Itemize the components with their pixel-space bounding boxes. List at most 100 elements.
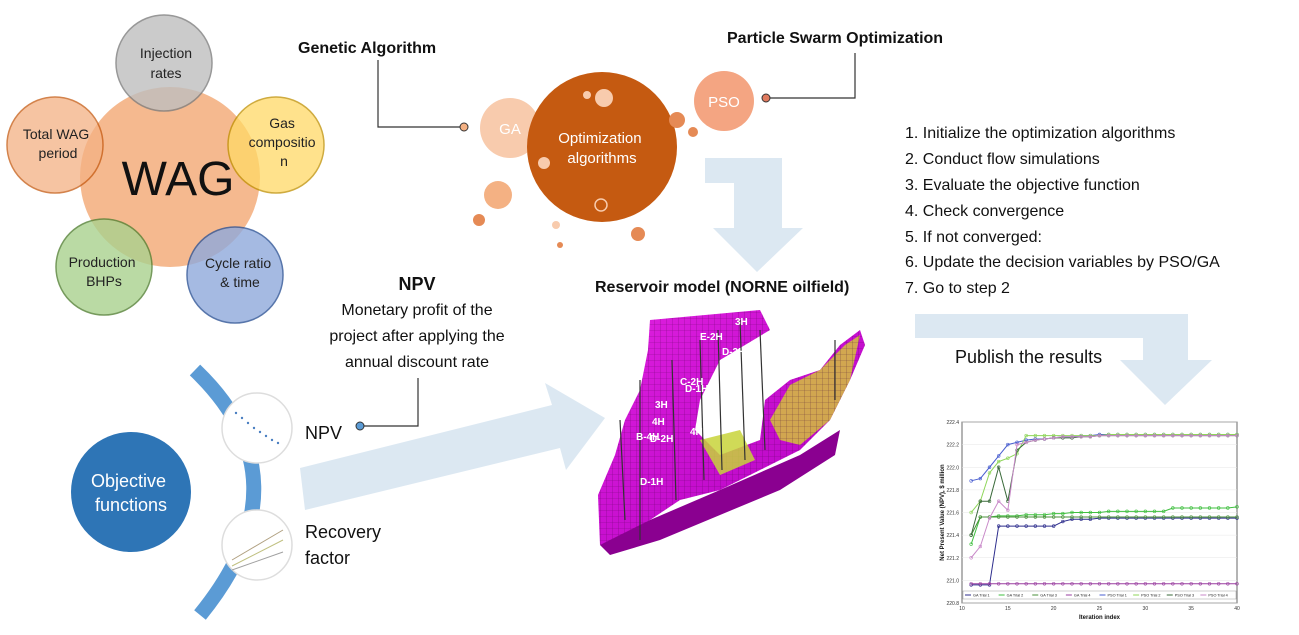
chart-point [1207, 506, 1212, 510]
chart-point [987, 582, 992, 586]
chart-point [1226, 582, 1230, 586]
chart-point [1216, 433, 1221, 438]
total-wag-period-label: Total WAG period [23, 126, 93, 161]
chart-point [1024, 440, 1028, 445]
chart-point [1235, 515, 1239, 519]
chart-point [1079, 510, 1083, 515]
ga-label: GA [499, 121, 521, 138]
chart-point [1006, 524, 1010, 528]
decorative-bubbles [473, 89, 698, 248]
chart-point [1143, 433, 1148, 438]
well-label-8: B-4H [636, 432, 659, 443]
chart-point [1006, 456, 1010, 460]
chart-point [1125, 433, 1129, 438]
npv-thumbnail-circle [221, 392, 293, 464]
chart-point [1134, 582, 1138, 586]
chart-point [1180, 582, 1184, 586]
chart-point [1180, 515, 1184, 519]
chart-point [1171, 515, 1175, 519]
chart-point [996, 465, 1001, 469]
chart-point [1152, 582, 1157, 586]
chart-point [1042, 515, 1047, 519]
recovery-factor-label: Recovery factor [305, 522, 386, 568]
chart-point [1143, 515, 1148, 519]
chart-point [978, 499, 983, 503]
chart-point [1143, 582, 1148, 586]
chart-point [1161, 433, 1166, 438]
injection-rates-circle [115, 14, 213, 112]
arrow-to-publish [915, 314, 1212, 405]
production-bhps-label: Production BHPs [69, 254, 140, 289]
chart-point [1033, 515, 1038, 519]
step-1: 1. Initialize the optimization algorithm… [905, 125, 1175, 142]
chart-point [1088, 582, 1093, 586]
well-label-4: C-2H [680, 377, 703, 388]
chart-legend-label: PSO Trial 4 [1208, 594, 1227, 598]
chart-legend-label: GA Trial 1 [973, 594, 990, 598]
chart-point [978, 544, 983, 549]
chart-point [996, 459, 1001, 464]
chart-point [1024, 582, 1028, 586]
chart-xtick-label: 10 [959, 606, 965, 612]
chart-point [1061, 511, 1065, 516]
chart-point [1006, 442, 1010, 447]
chart-point [1079, 517, 1083, 521]
ga-callout-dot [459, 122, 469, 132]
chart-xtick-label: 40 [1234, 606, 1240, 612]
chart-legend-label: GA Trial 4 [1074, 594, 1091, 598]
chart-xtick-label: 30 [1143, 606, 1149, 612]
chart-point [1171, 582, 1175, 586]
production-bhps-circle [55, 218, 153, 316]
chart-point [1161, 582, 1166, 586]
chart-point [1051, 524, 1056, 528]
chart-point [969, 510, 973, 515]
chart-point [1097, 510, 1102, 515]
chart-point [1015, 442, 1019, 447]
chart-point [1189, 582, 1193, 586]
chart-point [1134, 509, 1138, 514]
chart-point [996, 454, 1001, 458]
chart-point [1161, 515, 1166, 519]
chart-point [1116, 515, 1120, 519]
chart-point [1216, 582, 1221, 586]
well-label-7: 4H [652, 417, 665, 428]
chart-point [996, 582, 1001, 586]
step-2: 2. Conduct flow simulations [905, 151, 1100, 168]
arrow-to-reservoir [705, 158, 803, 272]
genetic-algorithm-label: Genetic Algorithm [298, 40, 436, 57]
chart-point [987, 465, 992, 469]
chart-point [969, 542, 973, 546]
chart-point [1198, 582, 1203, 586]
chart-point [1024, 513, 1028, 517]
chart-point [1006, 582, 1010, 586]
chart-point [969, 556, 973, 560]
chart-legend-label: PSO Trial 2 [1141, 594, 1160, 598]
chart-ytick-label: 220.8 [946, 601, 959, 607]
chart-point [1042, 524, 1047, 528]
chart-point [969, 533, 973, 537]
chart-point [1152, 509, 1157, 514]
chart-xtick-label: 15 [1005, 606, 1011, 612]
chart-point [1015, 524, 1019, 528]
npv-description-line-3: annual discount rate [345, 354, 489, 371]
chart-point [1015, 515, 1019, 519]
chart-point [1198, 433, 1203, 438]
chart-point [978, 476, 983, 481]
well-label-11: D-1H [640, 477, 663, 488]
chart-point [1106, 433, 1111, 438]
chart-point [1235, 582, 1239, 586]
arrow-npv-to-reservoir [300, 383, 605, 510]
chart-point [1189, 515, 1193, 519]
chart-point [1088, 515, 1093, 519]
steps-list: 1. Initialize the optimization algorithm… [905, 125, 1220, 297]
chart-point [1226, 506, 1230, 510]
chart-point [1125, 509, 1129, 514]
chart-ylabel: Net Present Value (NPV), $ million [940, 464, 946, 561]
reservoir-title: Reservoir model (NORNE oilfield) [595, 279, 849, 296]
npv-callout-dot [355, 421, 365, 431]
chart-point [1152, 515, 1157, 519]
total-wag-period-circle [6, 96, 104, 194]
chart-point [1161, 509, 1166, 514]
